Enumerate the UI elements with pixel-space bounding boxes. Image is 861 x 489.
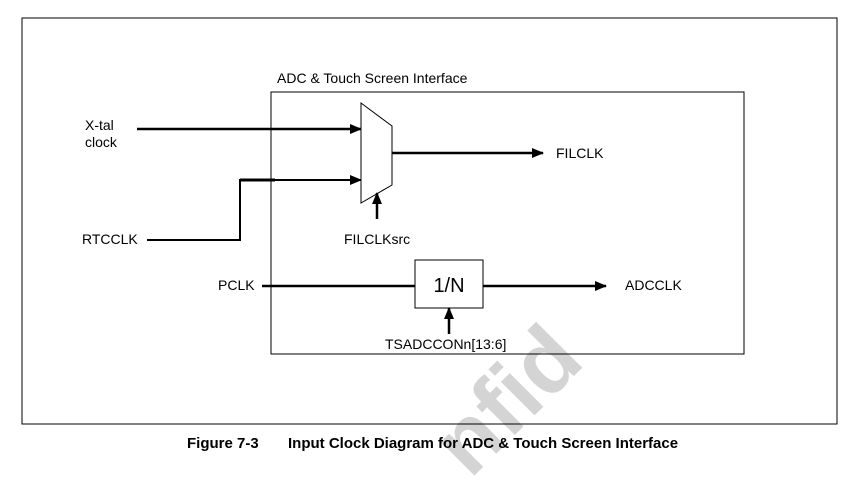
watermark: nfid — [413, 307, 600, 489]
divider-box — [414, 259, 484, 309]
pclk-label: PCLK — [218, 277, 255, 293]
adc-block — [270, 91, 745, 355]
adcclk-label: ADCCLK — [625, 277, 682, 293]
rtcclk-line — [147, 175, 362, 241]
figure-frame — [21, 17, 838, 425]
rtcclk-label: RTCCLK — [82, 231, 138, 247]
clock-mux — [360, 102, 393, 204]
figure-title: Input Clock Diagram for ADC & Touch Scre… — [288, 435, 678, 452]
divider-label: 1/N — [433, 275, 464, 297]
filclksrc-label: FILCLKsrc — [344, 231, 410, 247]
figure-number: Figure 7-3 — [187, 435, 259, 452]
xtal-label-line2: clock — [85, 134, 118, 150]
tsadccon-label: TSADCCONn[13:6] — [385, 336, 506, 352]
block-title: ADC & Touch Screen Interface — [277, 70, 468, 86]
xtal-label-line1: X-tal — [85, 117, 114, 133]
filclk-label: FILCLK — [556, 145, 604, 161]
